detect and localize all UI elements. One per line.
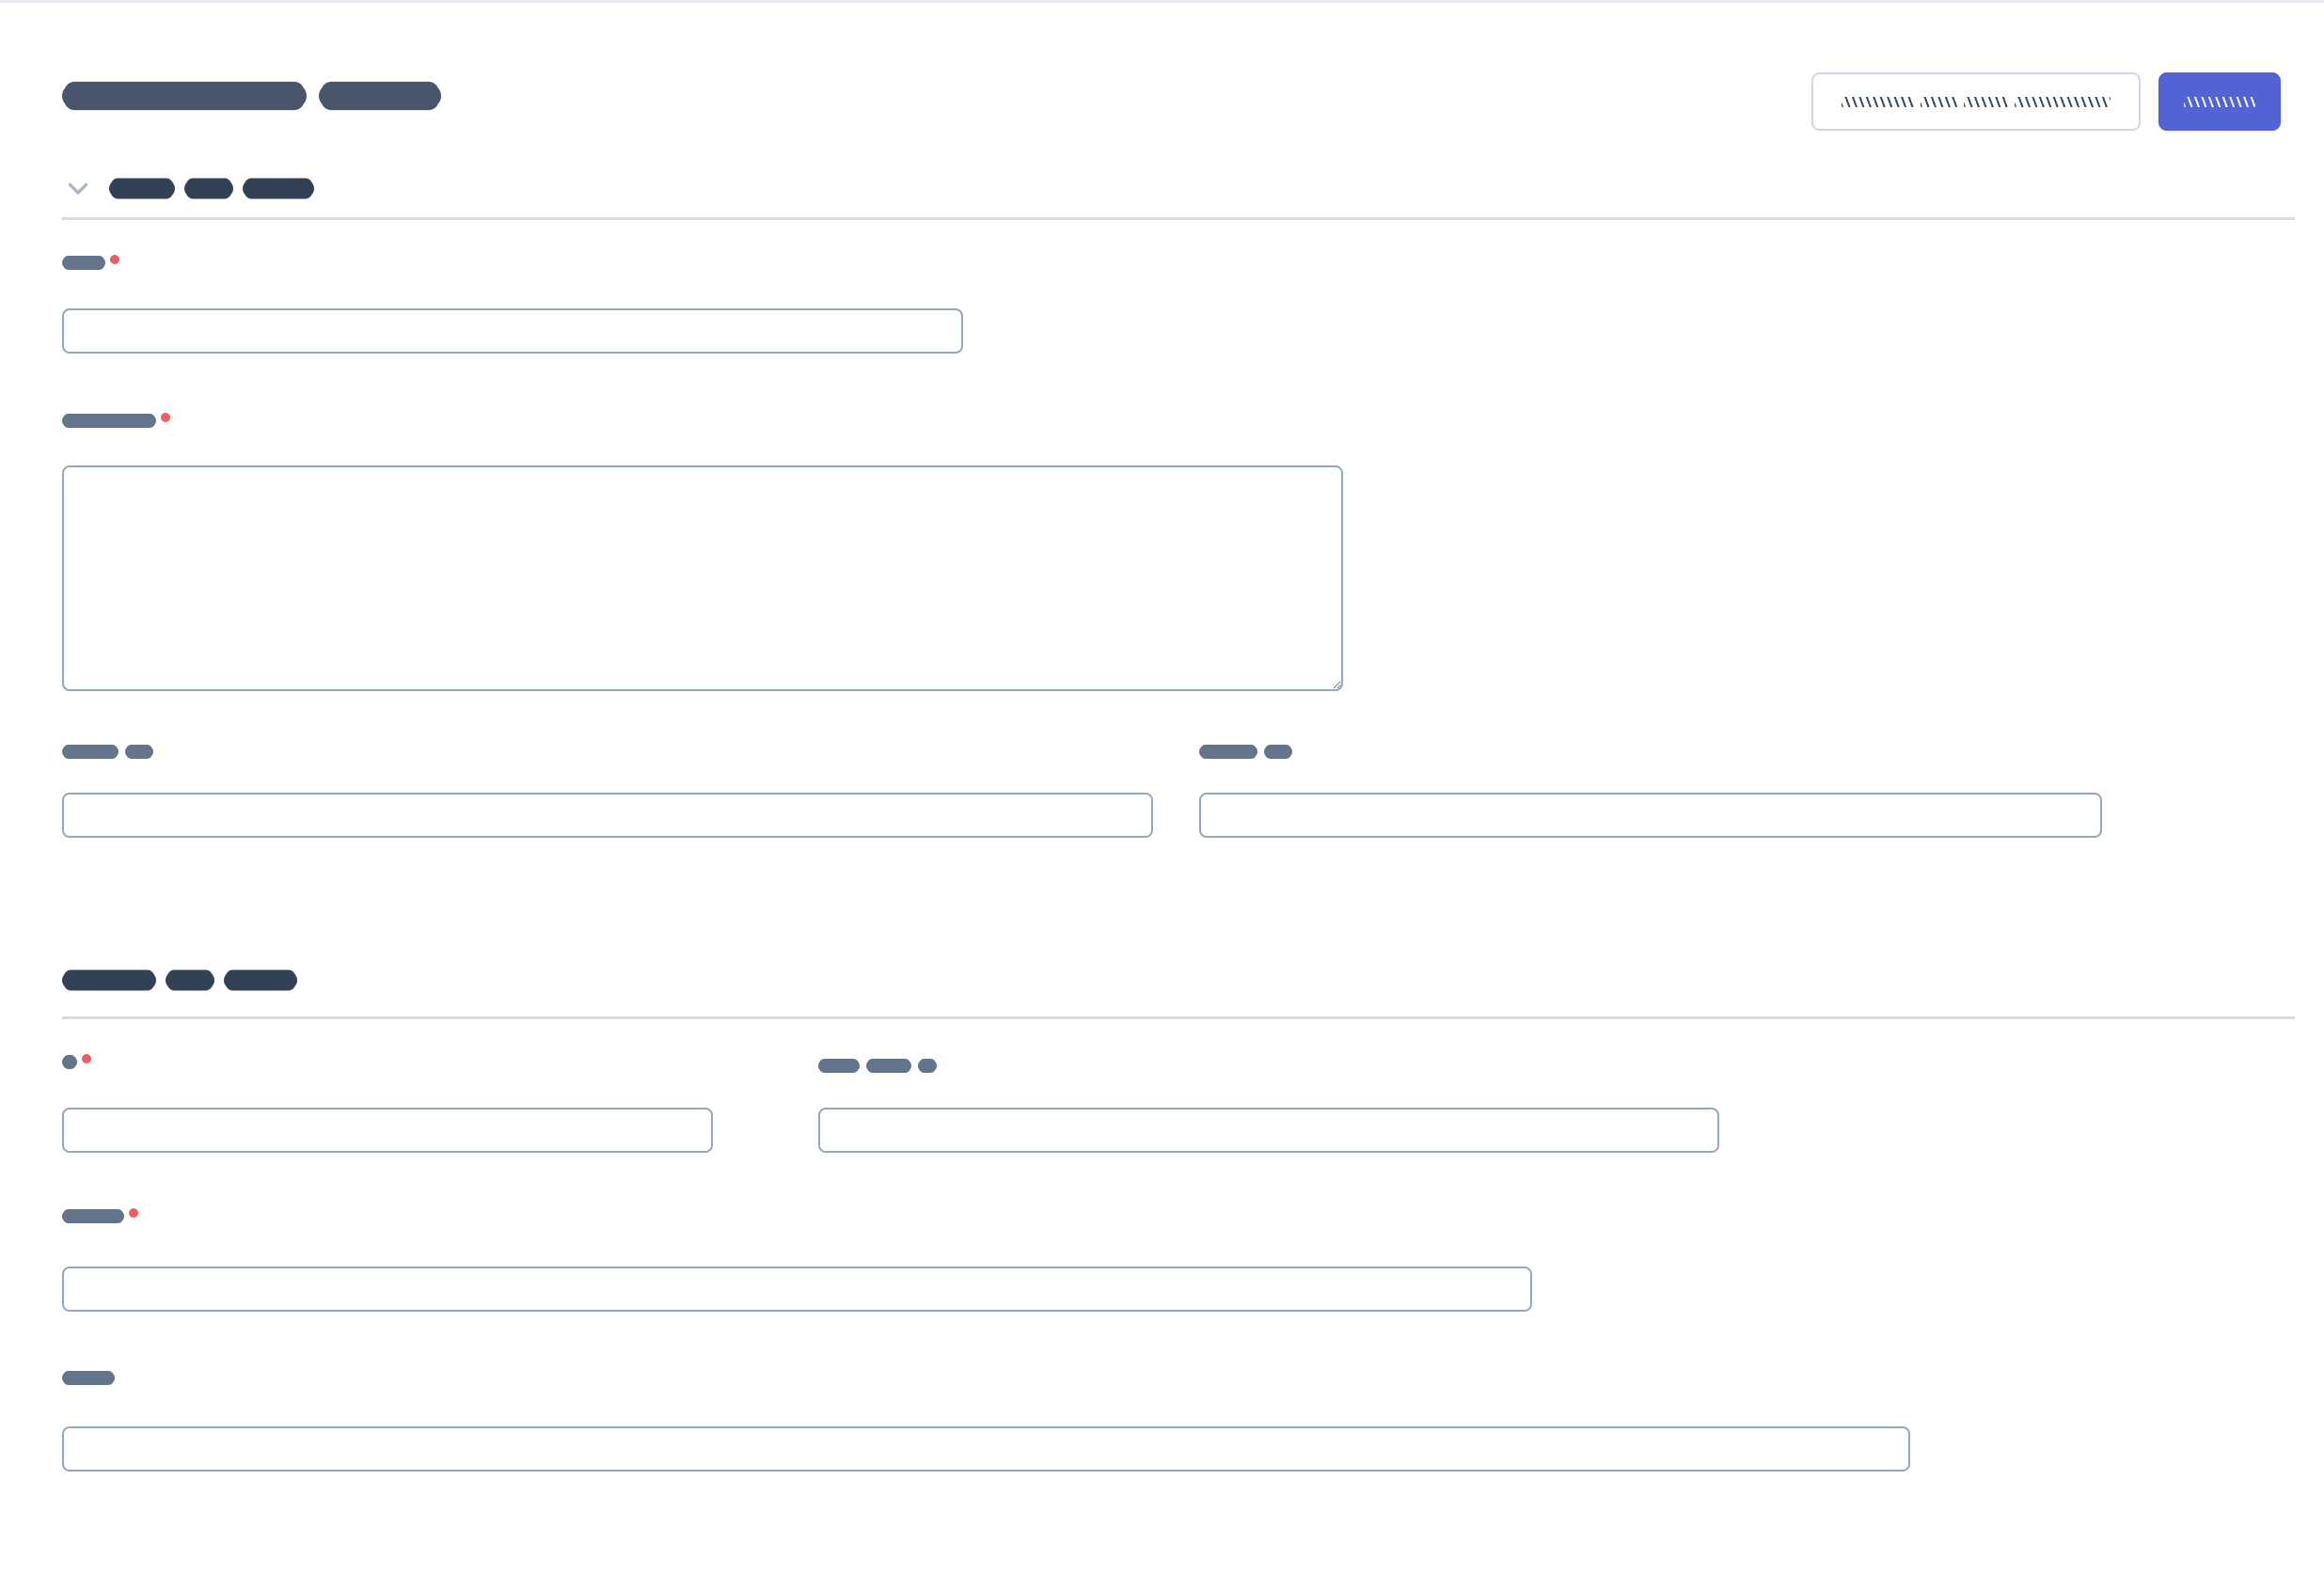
section-2-header [62, 971, 297, 989]
field-7-input[interactable] [62, 1267, 1532, 1312]
field-7-label [62, 1208, 138, 1222]
page-title-redacted-text [62, 84, 441, 108]
section-1-heading-redacted-text [109, 179, 314, 197]
field-4-label-text [1199, 746, 1292, 758]
section-2-divider [62, 1016, 2295, 1019]
header-actions [1811, 72, 2281, 131]
field-7-required-marker [129, 1208, 138, 1218]
secondary-action-button-label [1842, 96, 2111, 107]
field-5-label-text [62, 1056, 77, 1068]
field-8-label [62, 1372, 115, 1384]
field-2-textarea[interactable] [62, 465, 1343, 691]
field-2-label [62, 413, 170, 427]
field-4-label [1199, 746, 1292, 758]
field-7-label-text [62, 1210, 124, 1222]
primary-action-button[interactable] [2158, 72, 2281, 131]
field-2-required-marker [161, 413, 170, 422]
field-1-input[interactable] [62, 308, 963, 354]
field-1-label-text [62, 257, 105, 269]
section-2-heading-redacted-text [62, 971, 297, 989]
page-title [62, 84, 441, 108]
field-8-input[interactable] [62, 1426, 1910, 1472]
field-3-label [62, 746, 153, 758]
primary-action-button-label [2184, 96, 2255, 107]
field-4-input[interactable] [1199, 793, 2102, 838]
section-1-divider [62, 217, 2295, 220]
field-6-input[interactable] [818, 1108, 1719, 1153]
field-6-label [818, 1060, 937, 1072]
section-1-header[interactable] [62, 172, 314, 204]
field-3-label-text [62, 746, 153, 758]
field-5-label [62, 1054, 91, 1068]
field-2-label-text [62, 415, 156, 427]
field-1-required-marker [110, 255, 119, 264]
field-5-required-marker [82, 1054, 91, 1063]
chevron-down-icon[interactable] [62, 172, 94, 204]
field-6-label-text [818, 1060, 937, 1072]
field-3-input[interactable] [62, 793, 1153, 838]
field-5-input[interactable] [62, 1108, 713, 1153]
field-1-label [62, 255, 119, 269]
page-header [0, 3, 2324, 167]
field-8-label-text [62, 1372, 115, 1384]
secondary-action-button[interactable] [1811, 72, 2141, 131]
